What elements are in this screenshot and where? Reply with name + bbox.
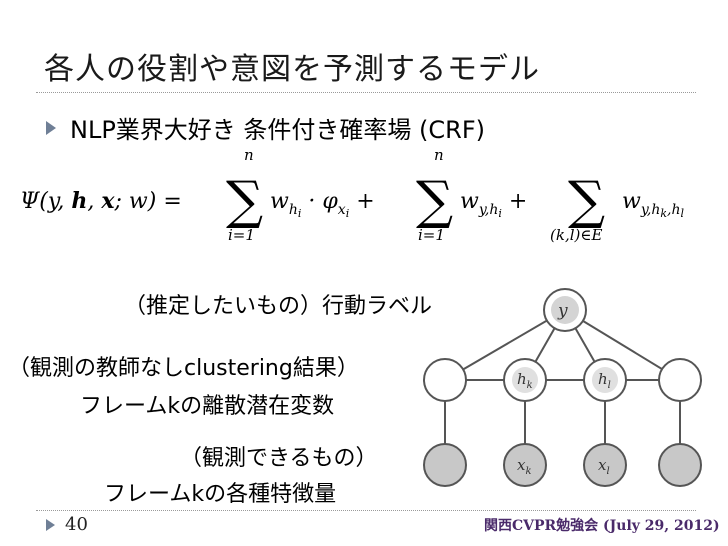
sum3-lower: (k,l)∈E (550, 226, 602, 244)
node-x1 (423, 443, 467, 487)
node-y-inner (551, 296, 579, 324)
edge-y-h4 (564, 309, 681, 381)
sum3-sign: ∑ (568, 171, 605, 231)
title-divider (36, 92, 696, 93)
crf-equation: Ψ(y, h, x; w) = n ∑ i=1 whi · φxi + n ∑ … (14, 146, 714, 258)
label-latent-line1: （観測の教師なしclustering結果） (8, 356, 359, 381)
term2: wy,hi + (460, 189, 527, 220)
term1: whi · φxi + (270, 189, 375, 220)
node-hk-inner (512, 367, 538, 393)
node-y-label: y (557, 301, 568, 321)
equation-svg: Ψ(y, h, x; w) = n ∑ i=1 whi · φxi + n ∑ … (20, 146, 685, 244)
bullet-text: NLP業界大好き 条件付き確率場 (CRF) (70, 116, 486, 144)
page-number-text: 40 (65, 514, 88, 535)
node-h1 (423, 358, 467, 402)
node-xl (583, 443, 627, 487)
label-action: （推定したいもの）行動ラベル (124, 294, 433, 319)
node-hl-label: hl (598, 370, 611, 391)
page-number: 40 (46, 514, 88, 535)
label-latent-line2: フレームkの離散潜在変数 (80, 394, 335, 419)
sum1-lower: i=1 (228, 226, 255, 244)
label-observed-line1: （観測できるもの） (180, 446, 378, 471)
edge-y-h1 (444, 309, 566, 381)
graph-svg: y hk hl xk xl (423, 288, 702, 487)
term3: wy,hk,hl (622, 189, 685, 220)
page-arrow-icon (46, 518, 55, 531)
sum1-sign: ∑ (226, 171, 263, 231)
footer-text: 関西CVPR勉強会 (July 29, 2012) (484, 518, 720, 534)
sum2-lower: i=1 (418, 226, 445, 244)
node-h4 (658, 358, 702, 402)
label-observed-line2: フレームkの各種特徴量 (104, 482, 337, 507)
sum1-upper: n (244, 148, 254, 164)
sum2-upper: n (434, 148, 444, 164)
equation-lhs: Ψ(y, h, x; w) = (20, 188, 182, 214)
slide-title: 各人の役割や意図を予測するモデル (44, 52, 540, 87)
graph-edges (444, 309, 681, 465)
node-xk (503, 443, 547, 487)
bullet-arrow-icon (46, 120, 56, 135)
bullet-row: NLP業界大好き 条件付き確率場 (CRF) (46, 110, 485, 145)
crf-graph: y hk hl xk xl (410, 280, 710, 510)
node-hl-inner (592, 367, 618, 393)
sum2-sign: ∑ (416, 171, 453, 231)
footer-divider (36, 510, 696, 511)
node-xl-label: xl (598, 456, 610, 477)
node-x4 (658, 443, 702, 487)
